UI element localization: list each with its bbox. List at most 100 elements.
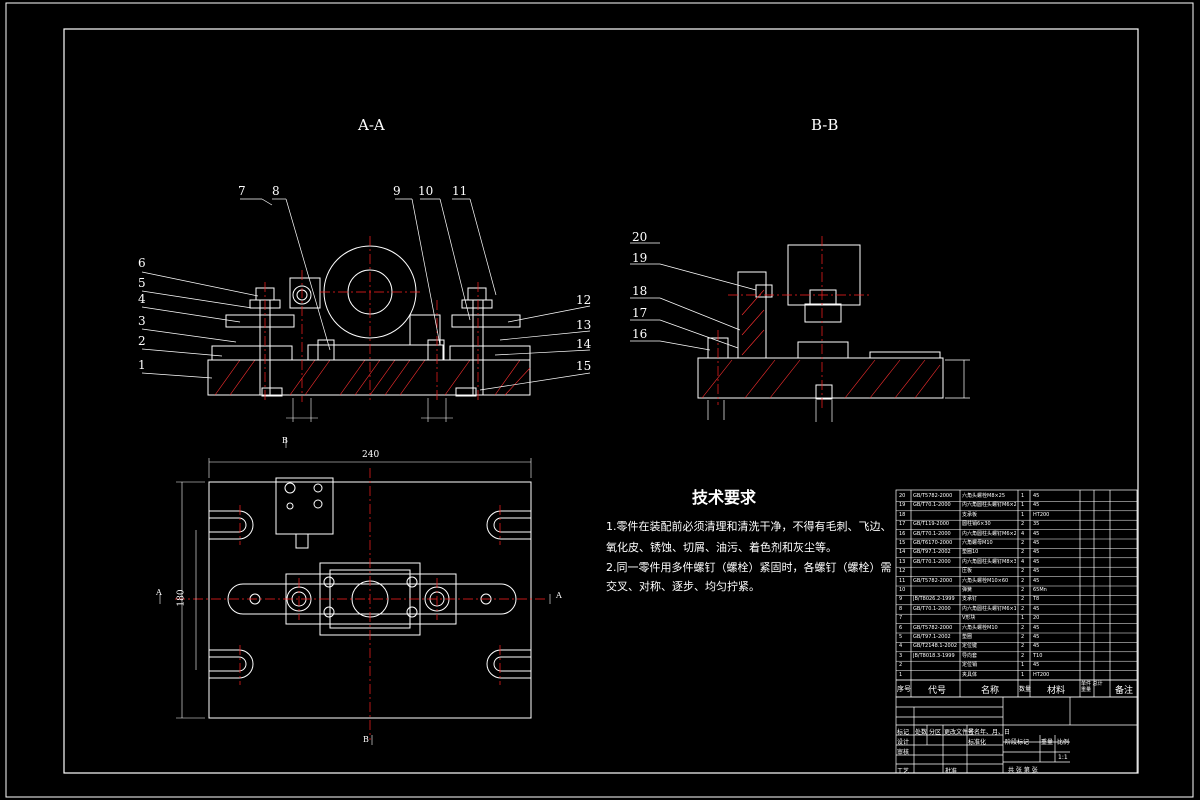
bom-cell-qty: 4 [1021, 530, 1025, 537]
bom-cell-qty: 2 [1021, 577, 1025, 584]
callout-18: 18 [632, 284, 648, 298]
callout-17: 17 [632, 306, 648, 320]
bom-cell-name: 夹具体 [962, 671, 978, 678]
section-aa-view [141, 198, 591, 422]
bom-cell-name: 圆柱销6×30 [962, 521, 991, 528]
bom-cell-no: 13 [899, 558, 906, 565]
bom-cell-mat: 45 [1033, 568, 1040, 575]
tb-process: 工艺 [897, 768, 910, 775]
bom-header-qty: 数量 [1019, 686, 1032, 693]
bom-cell-mat: 45 [1033, 634, 1040, 640]
bom-cell-name: 压板 [962, 568, 973, 575]
bom-cell-no: 18 [899, 511, 906, 518]
bom-header-weight: 单件 总计 重量 [1081, 681, 1103, 693]
bom-cell-mat: 45 [1033, 577, 1040, 584]
bom-cell-qty: 2 [1021, 605, 1025, 612]
bom-cell-qty: 2 [1021, 540, 1025, 546]
bom-cell-no: 14 [899, 549, 906, 556]
bom-cell-code: GB/T70.1-2000 [913, 558, 951, 565]
bom-cell-name: 内六角圆柱头螺钉M6×25 [962, 530, 1016, 537]
bom-cell-no: 1 [899, 671, 903, 678]
section-marker-b-top: B [282, 436, 288, 445]
bom-cell-code: GB/T6170-2000 [913, 540, 953, 546]
bom-cell-qty: 1 [1021, 493, 1025, 499]
bom-cell-mat: 65Mn [1033, 587, 1047, 593]
tb-scale: 比例 [1057, 739, 1070, 746]
bom-cell-name: 内六角圆柱头螺钉M6×16 [962, 605, 1016, 612]
bom-cell-code: GB/T2148.1-2002 [913, 643, 957, 650]
section-marker-a-right: A [556, 591, 562, 600]
bom-cell-name: 六角头螺栓M8×25 [962, 493, 1006, 499]
callout-7: 7 [238, 184, 246, 198]
bom-cell-code: JB/T8018.3-1999 [913, 652, 955, 659]
tb-mark: 标记 [897, 729, 910, 736]
tb-zone: 分区 [929, 729, 942, 736]
bom-cell-name: 支承钉 [962, 596, 978, 603]
title-block [895, 696, 1138, 774]
bom-cell-qty: 1 [1021, 662, 1025, 669]
bom-row: 20 GB/T5782-2000 六角头螺栓M8×25 1 45 [898, 492, 1136, 501]
bom-cell-mat: 45 [1033, 549, 1040, 556]
bom-cell-code: GB/T5782-2000 [913, 624, 953, 631]
bom-cell-mat: 45 [1033, 530, 1040, 537]
tech-line-2: 氧化皮、锈蚀、切屑、油污、着色剂和灰尘等。 [606, 541, 837, 554]
bom-cell-mat: 45 [1033, 558, 1040, 565]
bom-cell-name: 内六角圆柱头螺钉M6×20 [962, 502, 1016, 509]
bom-cell-no: 11 [899, 577, 906, 584]
tb-scale-value: 1:1 [1058, 754, 1068, 761]
bom-cell-mat: 45 [1033, 502, 1040, 509]
bom-cell-mat: 45 [1033, 493, 1040, 499]
dim-width: 240 [362, 450, 380, 460]
bom-header-note: 备注 [1115, 686, 1134, 696]
bom-cell-qty: 1 [1021, 502, 1025, 509]
bom-cell-mat: T8 [1033, 596, 1040, 603]
callout-2: 2 [138, 334, 146, 348]
bom-cell-mat: 45 [1033, 643, 1040, 650]
bom-cell-code: GB/T5782-2000 [913, 577, 953, 584]
bom-cell-mat: T10 [1033, 652, 1043, 659]
bom-cell-no: 15 [899, 540, 906, 546]
bom-cell-no: 20 [899, 493, 906, 499]
tb-review: 审核 [897, 749, 910, 756]
bom-cell-qty: 2 [1021, 549, 1025, 556]
bom-cell-qty: 2 [1021, 596, 1025, 603]
bom-cell-code: GB/T5782-2000 [913, 493, 953, 499]
callout-16: 16 [632, 327, 648, 341]
section-marker-a-left: A [156, 588, 162, 597]
tb-weight: 重量 [1041, 739, 1054, 746]
tb-design: 设计 [897, 739, 910, 746]
tb-standard: 标准化 [968, 739, 987, 746]
bom-cell-name: 支承板 [962, 511, 978, 518]
callout-15: 15 [576, 359, 592, 373]
tb-approve: 批准 [945, 768, 958, 775]
bom-cell-mat: 20 [1033, 615, 1040, 622]
bom-cell-no: 2 [899, 662, 903, 669]
tech-line-4: 交叉、对称、逐步、均匀拧紧。 [606, 580, 760, 593]
tb-count: 处数 [915, 729, 928, 736]
bom-cell-name: V形块 [962, 615, 976, 622]
bom-cell-name: 弹簧 [962, 587, 973, 593]
section-marker-b-bottom: B [363, 735, 369, 744]
sheet-outer-border [5, 2, 1194, 798]
bom-cell-no: 4 [899, 643, 903, 650]
bom-header-code: 代号 [928, 686, 947, 696]
tech-line-3: 2.同一零件用多件螺钉（螺栓）紧固时，各螺钉（螺栓）需 [606, 561, 892, 574]
bom-header-no: 序号 [897, 685, 911, 693]
bom-cell-code: GB/T70.1-2000 [913, 502, 951, 509]
bom-cell-name: 垫圈10 [962, 549, 979, 556]
bom-cell-no: 16 [899, 530, 906, 537]
bom-cell-no: 5 [899, 634, 903, 640]
bom-cell-name: 六角头螺栓M10 [962, 624, 998, 631]
plan-view [159, 438, 551, 745]
callout-12: 12 [576, 293, 592, 307]
bom-cell-code: GB/T97.1-2002 [913, 634, 951, 640]
